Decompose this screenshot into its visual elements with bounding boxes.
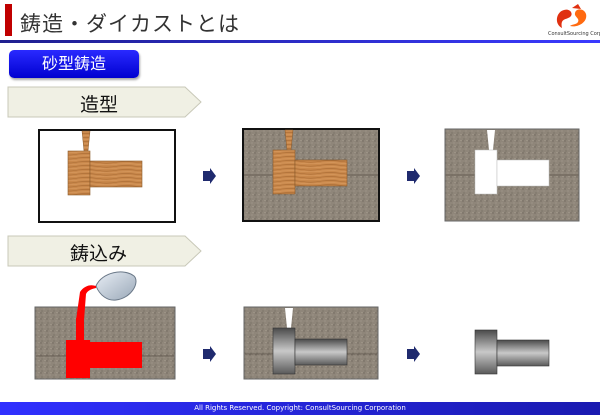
step-banner-pouring xyxy=(7,235,202,267)
ladle-icon xyxy=(95,271,137,301)
section-tag: 砂型鋳造 xyxy=(9,50,139,78)
logo-mark-icon xyxy=(556,4,587,28)
step-label-pouring: 鋳込み xyxy=(70,243,128,265)
arrow-right-icon xyxy=(407,346,420,362)
logo-text: ConsultSourcing Corp. xyxy=(548,31,600,37)
arrow-right-icon xyxy=(407,168,420,184)
pouring-stage-solidified xyxy=(243,306,379,380)
header-accent-bar xyxy=(5,4,12,36)
page-title: 鋳造・ダイカストとは xyxy=(20,12,240,36)
copyright-text: All Rights Reserved. Copyright: ConsultS… xyxy=(194,404,406,412)
molding-stage-sand-packed xyxy=(242,128,380,222)
pouring-stage-molten xyxy=(34,271,176,380)
header-divider xyxy=(0,40,600,43)
molding-stage-cavity xyxy=(444,128,580,222)
step-label-molding: 造型 xyxy=(80,94,119,116)
header: 鋳造・ダイカストとは xyxy=(0,0,600,40)
step-banner-molding xyxy=(7,86,202,118)
company-logo: ConsultSourcing Corp. xyxy=(548,2,600,40)
footer-bar xyxy=(0,402,600,415)
arrow-right-icon xyxy=(203,346,216,362)
finished-casting xyxy=(474,329,550,375)
arrow-right-icon xyxy=(203,168,216,184)
molding-stage-pattern xyxy=(38,129,176,223)
